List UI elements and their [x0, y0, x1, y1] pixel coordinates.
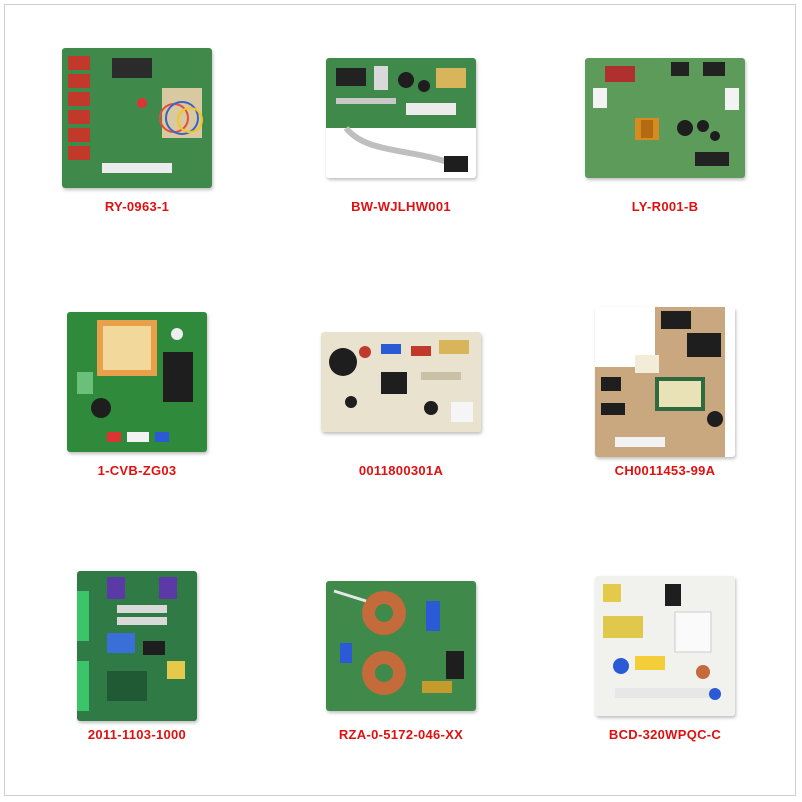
part-number-label: LY-R001-B: [631, 199, 699, 214]
board-photo-bw-wjlhw001: [326, 58, 476, 172]
board-photo-ch0011453-99a: [595, 307, 735, 457]
board-photo-2011-1103-1000: [77, 571, 197, 721]
board-photo-wrap: [52, 571, 222, 721]
part-number-label: 1-CVB-ZG03: [97, 463, 177, 478]
product-cell-8[interactable]: RZA-0-5172-046-XX: [269, 533, 533, 797]
board-photo-0011800301a: [321, 332, 481, 432]
board-photo-wrap: [52, 307, 222, 457]
part-number-label: BW-WJLHW001: [351, 199, 451, 214]
board-photo-wrap: [580, 571, 750, 721]
product-cell-5[interactable]: 0011800301A: [269, 269, 533, 533]
product-cell-3[interactable]: LY-R001-B: [533, 5, 797, 269]
part-number-label: BCD-320WPQC-C: [608, 727, 722, 742]
part-number-label: RZA-0-5172-046-XX: [338, 727, 464, 742]
product-cell-6[interactable]: CH0011453-99A: [533, 269, 797, 533]
product-grid: RY-0963-1 BW-WJLHW001: [5, 5, 797, 797]
board-photo-wrap: [316, 571, 486, 721]
board-photo-bcd-320wpqc-c: [595, 576, 735, 716]
board-photo-wrap: [316, 307, 486, 457]
part-number-label: RY-0963-1: [104, 199, 170, 214]
board-photo-wrap: [316, 43, 486, 193]
board-photo-wrap: [52, 43, 222, 193]
board-photo-wrap: [580, 43, 750, 193]
product-cell-4[interactable]: 1-CVB-ZG03: [5, 269, 269, 533]
part-number-label: CH0011453-99A: [614, 463, 716, 478]
board-photo-ly-r001-b: [585, 58, 745, 178]
board-photo-rza-0-5172-046-xx: [326, 581, 476, 711]
board-photo-1-cvb-zg03: [67, 312, 207, 452]
product-cell-2[interactable]: BW-WJLHW001: [269, 5, 533, 269]
part-number-label: 0011800301A: [358, 463, 444, 478]
product-cell-1[interactable]: RY-0963-1: [5, 5, 269, 269]
board-photo-wrap: [580, 307, 750, 457]
product-collage: RY-0963-1 BW-WJLHW001: [4, 4, 796, 796]
product-cell-9[interactable]: BCD-320WPQC-C: [533, 533, 797, 797]
product-cell-7[interactable]: 2011-1103-1000: [5, 533, 269, 797]
part-number-label: 2011-1103-1000: [87, 727, 187, 742]
board-photo-ry-0963-1: [62, 48, 212, 188]
